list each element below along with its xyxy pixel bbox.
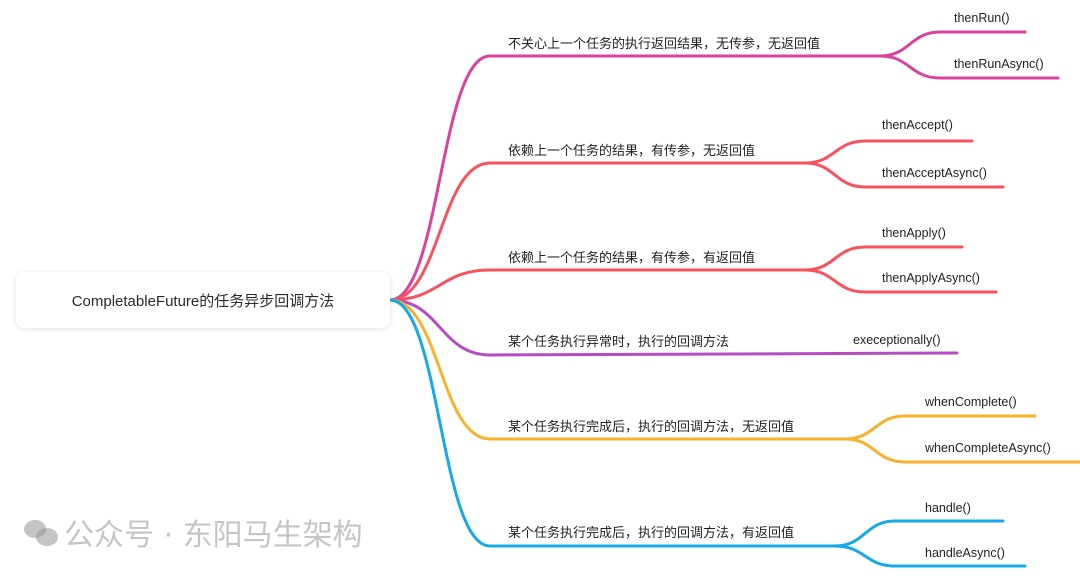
leaf-label[interactable]: handleAsync() xyxy=(925,546,1005,560)
leaf-connector xyxy=(843,437,1080,464)
root-node[interactable]: CompletableFuture的任务异步回调方法 xyxy=(16,272,390,328)
branch-label[interactable]: 依赖上一个任务的结果，有传参，无返回值 xyxy=(508,144,756,159)
branch-connector xyxy=(388,161,807,302)
leaf-connector xyxy=(803,268,998,294)
branch-connector xyxy=(388,54,882,302)
branch-label[interactable]: 不关心上一个任务的执行返回结果，无传参，无返回值 xyxy=(508,37,821,52)
watermark-text: 公众号 · 东阳马生架构 xyxy=(64,518,363,553)
leaf-label[interactable]: whenComplete() xyxy=(925,395,1017,409)
leaf-label[interactable]: whenCompleteAsync() xyxy=(925,441,1051,455)
branch-label[interactable]: 某个任务执行完成后，执行的回调方法，有返回值 xyxy=(508,526,795,541)
leaf-label[interactable]: thenRunAsync() xyxy=(954,57,1044,71)
leaf-label[interactable]: handle() xyxy=(925,501,971,515)
leaf-label[interactable]: thenRun() xyxy=(954,11,1010,25)
leaf-connector xyxy=(833,519,1005,548)
branch-connector xyxy=(388,298,837,548)
branch-connector xyxy=(388,298,847,441)
leaf-label[interactable]: thenAcceptAsync() xyxy=(882,166,987,180)
leaf-connector xyxy=(843,414,1037,441)
leaf-connector xyxy=(803,161,1005,189)
leaf-label[interactable]: thenApplyAsync() xyxy=(882,271,980,285)
branch-connector xyxy=(388,298,959,357)
leaf-connector xyxy=(878,54,1060,80)
branch-connector xyxy=(388,268,807,302)
root-label: CompletableFuture的任务异步回调方法 xyxy=(71,292,335,310)
leaf-connector xyxy=(803,139,974,165)
leaf-connector xyxy=(833,544,1027,568)
leaf-connector xyxy=(878,30,1027,58)
watermark: 公众号 · 东阳马生架构 xyxy=(24,510,363,554)
branch-label[interactable]: 某个任务执行完成后，执行的回调方法，无返回值 xyxy=(508,420,795,435)
leaf-connector xyxy=(803,245,964,272)
leaf-label[interactable]: thenApply() xyxy=(882,226,946,240)
wechat-icon xyxy=(24,518,58,546)
leaf-label[interactable]: execeptionally() xyxy=(853,333,941,347)
branch-label[interactable]: 依赖上一个任务的结果，有传参，有返回值 xyxy=(508,251,756,266)
branch-label[interactable]: 某个任务执行异常时，执行的回调方法 xyxy=(508,335,730,350)
leaf-label[interactable]: thenAccept() xyxy=(882,118,953,132)
